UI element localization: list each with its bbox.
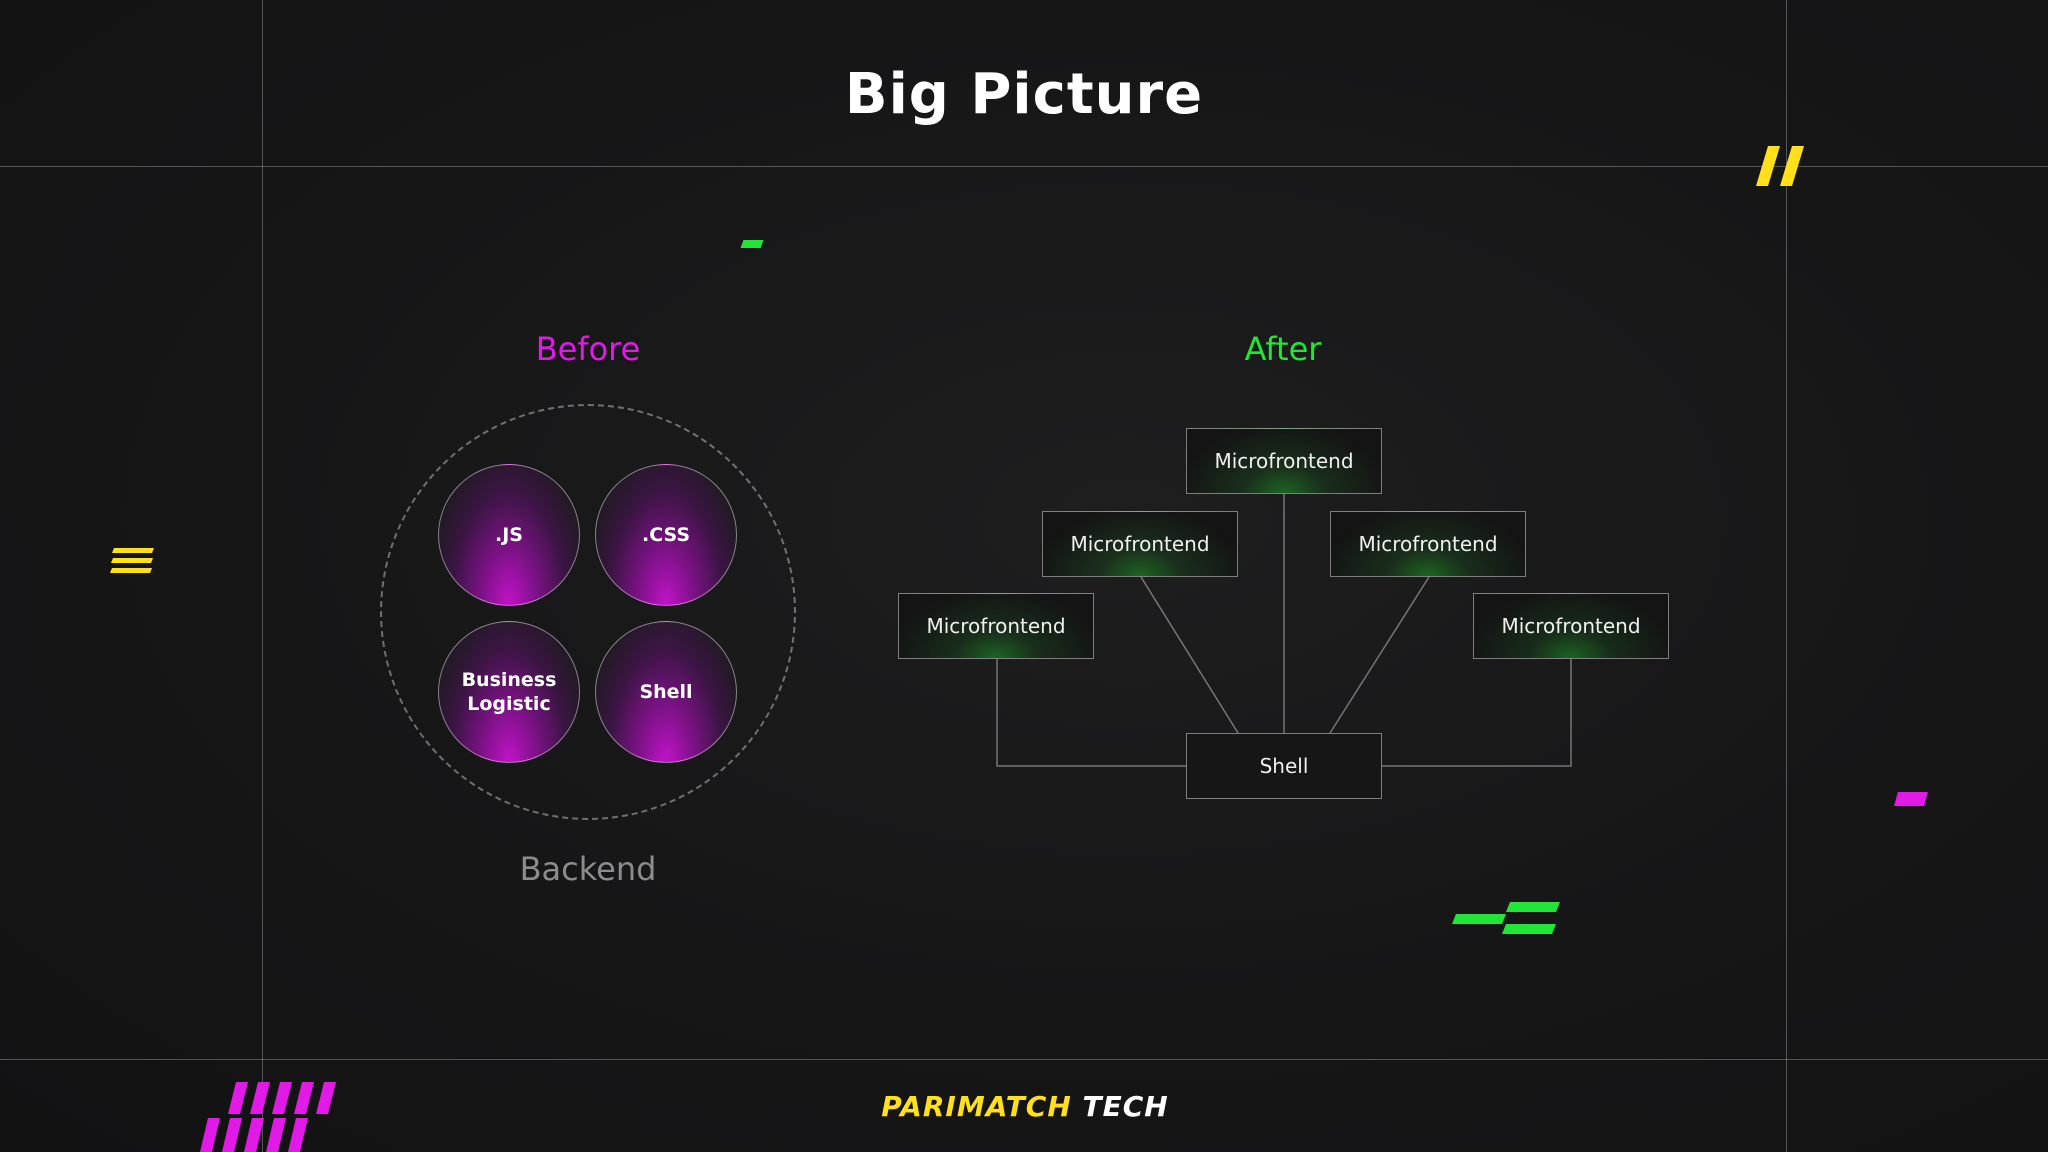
link-midleft-shell — [1140, 576, 1239, 734]
decor-magenta-stripes-icon — [200, 1082, 336, 1152]
logo-part-tech: TECH — [1082, 1090, 1169, 1123]
after-heading: After — [1244, 330, 1322, 368]
decor-green-dashes-icon — [1452, 902, 1560, 934]
module-js: .JS — [438, 464, 580, 606]
microfrontend-node-mid-right: Microfrontend — [1330, 511, 1526, 577]
microfrontend-node-top: Microfrontend — [1186, 428, 1382, 494]
frame-line-top — [0, 166, 2048, 167]
before-heading: Before — [535, 330, 641, 368]
backend-label: Backend — [519, 850, 657, 888]
frame-line-right — [1786, 0, 1787, 1152]
module-shell: Shell — [595, 621, 737, 763]
microfrontend-node-right: Microfrontend — [1473, 593, 1669, 659]
decor-yellow-slashes-icon — [1756, 146, 1804, 186]
logo-part-parimatch: PARIMATCH — [881, 1090, 1072, 1123]
microfrontend-node-mid-left: Microfrontend — [1042, 511, 1238, 577]
brand-logo: PARIMATCH TECH — [880, 1090, 1170, 1123]
decor-green-dash-icon — [740, 240, 764, 248]
module-business-logistic: Business Logistic — [438, 621, 580, 763]
link-midright-shell — [1329, 576, 1430, 734]
backend-container-ring — [380, 404, 796, 820]
microfrontend-node-left: Microfrontend — [898, 593, 1094, 659]
frame-line-left — [262, 0, 263, 1152]
link-right-shell — [1382, 659, 1572, 767]
link-left-shell — [996, 659, 1186, 767]
decor-yellow-stripes-icon — [110, 548, 154, 573]
module-css: .CSS — [595, 464, 737, 606]
decor-magenta-dash-icon — [1894, 792, 1928, 806]
frame-line-bottom — [0, 1059, 2048, 1060]
shell-node: Shell — [1186, 733, 1382, 799]
slide-title: Big Picture — [844, 62, 1204, 127]
